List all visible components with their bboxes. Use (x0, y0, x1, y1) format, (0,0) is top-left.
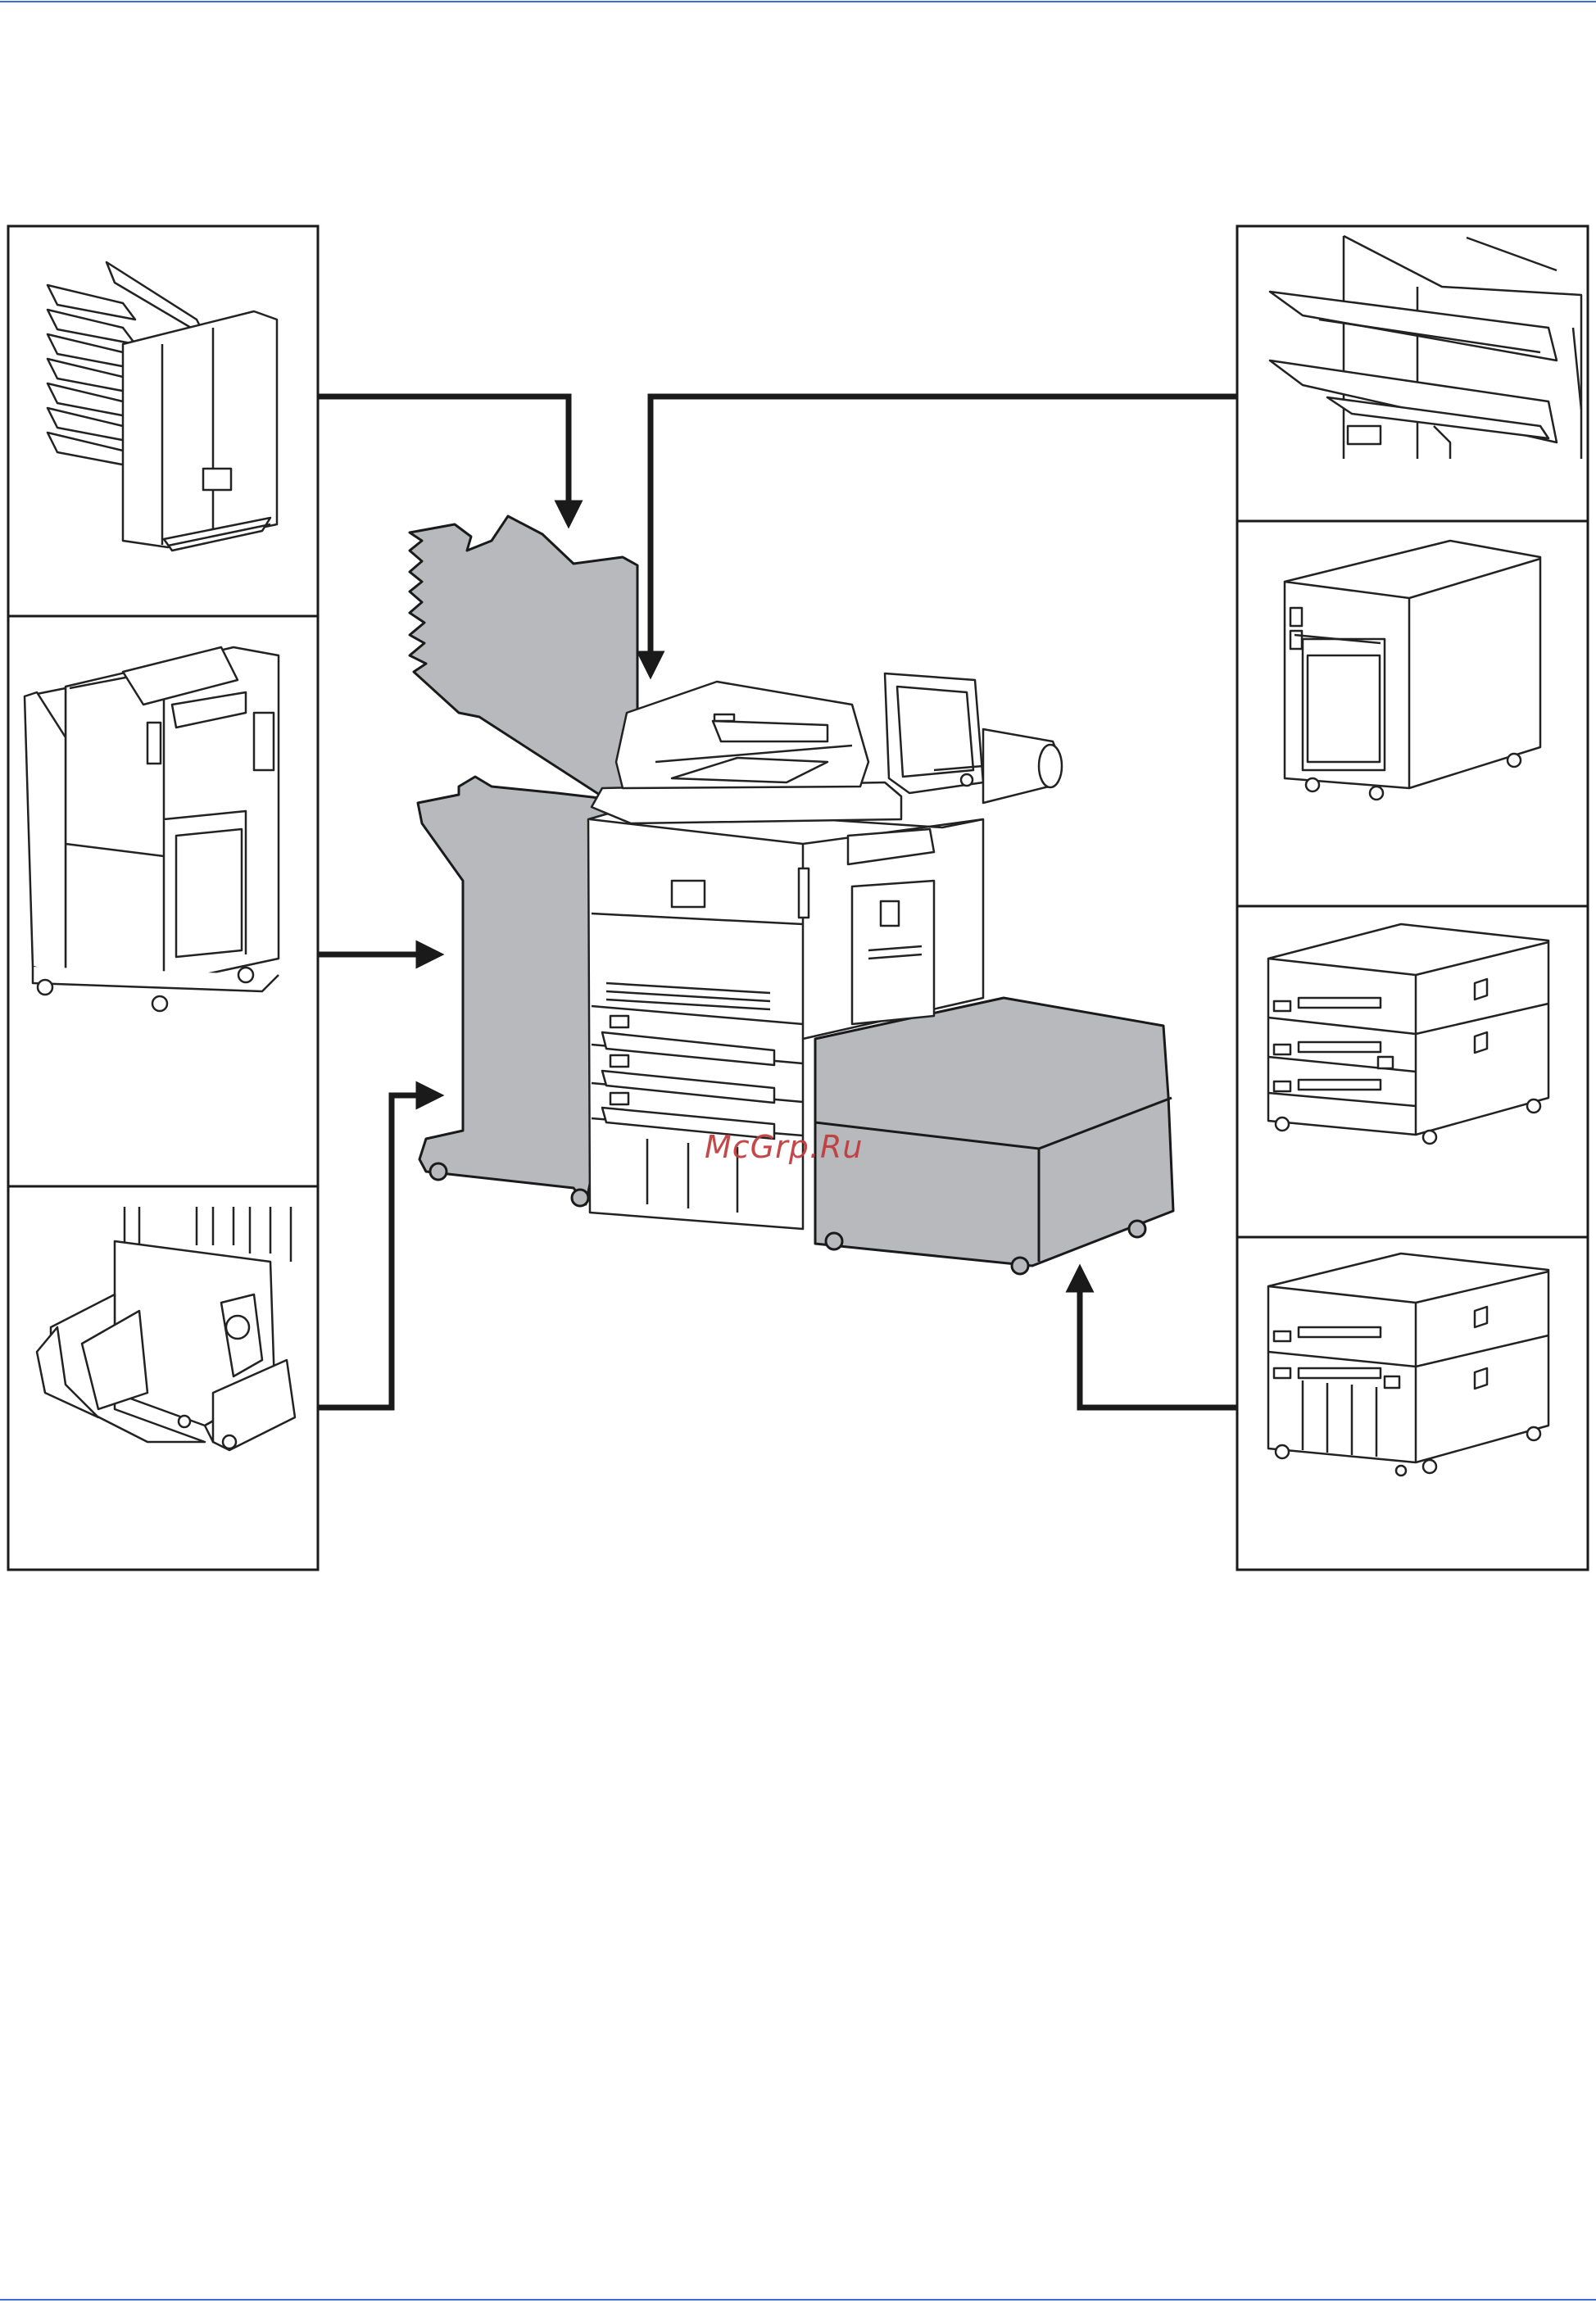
tray-output-unit-icon (1270, 236, 1581, 459)
arrow-folding-panel (318, 1095, 430, 1408)
finisher-unit-icon (25, 647, 279, 1011)
mailbox-unit-icon (48, 262, 277, 551)
feeder-2-drawer-icon (1268, 1254, 1548, 1476)
feeder-3-drawer-icon (1268, 924, 1548, 1144)
arrow-tray-output-to-scanner (651, 397, 1237, 665)
arrow-mailbox-to-finisher (318, 397, 569, 515)
arrow-feeder-to-base (1080, 1278, 1237, 1408)
folding-unit-icon (37, 1207, 295, 1450)
watermark-text: McGrp.Ru (705, 1129, 1016, 1165)
lcf-cabinet-icon (1285, 541, 1540, 800)
